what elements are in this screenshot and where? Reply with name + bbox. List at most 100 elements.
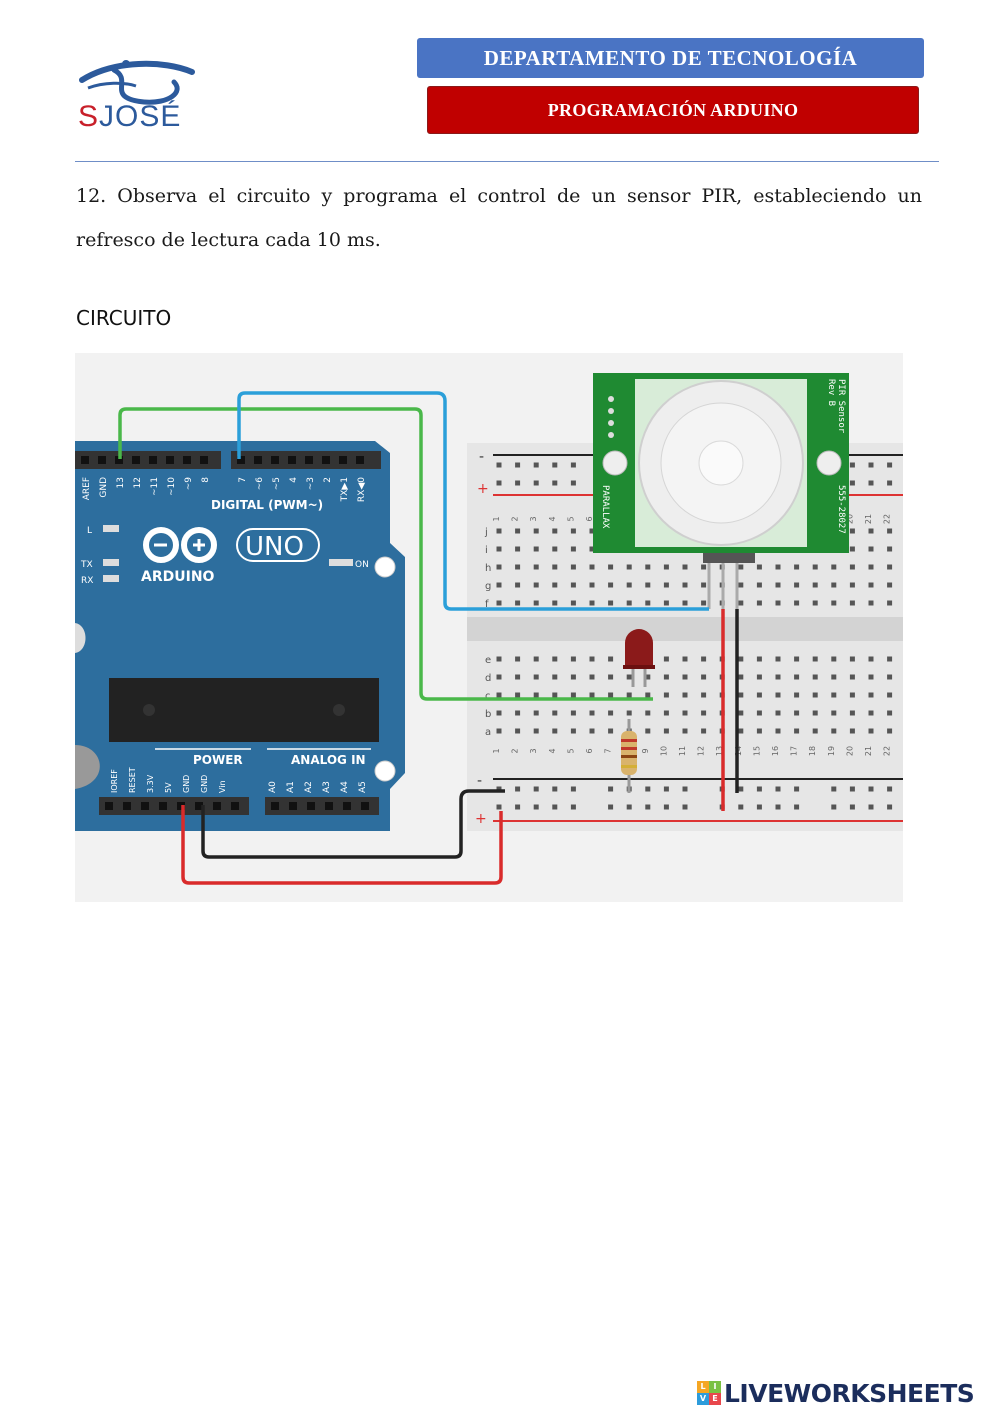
- question-text: 12. Observa el circuito y programa el co…: [76, 174, 922, 262]
- column-label: 21: [864, 746, 873, 756]
- rail-minus-top: -: [479, 449, 484, 465]
- digital-pin-label: GND: [99, 477, 109, 498]
- wire-black-gnd: [201, 789, 505, 859]
- power-header-pins: [105, 802, 369, 810]
- power-label: POWER: [193, 753, 243, 767]
- row-label-j: j: [484, 527, 488, 538]
- wires: [118, 391, 739, 885]
- column-label: 13: [715, 746, 724, 756]
- logo-text: SJOSÉ: [78, 100, 181, 134]
- rail-plus-bottom: +: [475, 811, 487, 827]
- red-led: [623, 629, 655, 687]
- power-pin-label: RESET: [128, 767, 137, 793]
- header-divider: [75, 161, 939, 162]
- digital-pin-label: 2: [323, 477, 333, 483]
- column-label: 22: [883, 746, 892, 756]
- power-pin-label: 5V: [164, 782, 173, 793]
- analog-pin-label: A0: [268, 781, 278, 793]
- mark-l: L: [697, 1381, 709, 1393]
- pir-sensor: PARALLAX PIR Sensor Rev B 555-28027: [593, 373, 849, 609]
- power-pin-label: 3.3V: [146, 774, 155, 793]
- section-title: CIRCUITO: [76, 306, 172, 330]
- resistor: [621, 719, 637, 793]
- digital-pin-label: 7: [238, 477, 248, 483]
- column-label: 20: [845, 746, 854, 756]
- column-label: 11: [678, 746, 687, 756]
- school-logo-icon: [79, 60, 195, 105]
- digital-pin-label: 13: [116, 477, 126, 488]
- question-number: 12.: [76, 185, 107, 207]
- column-label: 9: [641, 748, 650, 753]
- column-label: 10: [659, 746, 668, 756]
- row-label-f: f: [485, 599, 489, 610]
- digital-pin-label: AREF: [82, 477, 92, 500]
- column-label: 7: [604, 748, 613, 753]
- column-label: 4: [548, 516, 557, 521]
- digital-pin-label: TX▶1: [340, 477, 350, 502]
- arduino-infinity-icon: [143, 527, 217, 563]
- logo-letter-s: S: [78, 100, 100, 133]
- column-label: 20: [845, 514, 854, 524]
- column-label: 21: [864, 514, 873, 524]
- department-banner: DEPARTAMENTO DE TECNOLOGÍA: [417, 38, 924, 78]
- power-pin-label: Vin: [218, 780, 227, 793]
- question-body: Observa el circuito y programa el contro…: [76, 185, 922, 251]
- row-label-e: e: [485, 655, 491, 666]
- row-label-c: c: [485, 691, 491, 702]
- mark-e: E: [709, 1393, 721, 1405]
- digital-pin-label: 8: [201, 477, 211, 483]
- analog-pin-label: A2: [304, 781, 314, 793]
- analog-label: ANALOG IN: [291, 753, 366, 767]
- digital-pin-label: ~6: [255, 477, 265, 491]
- column-label: 2: [511, 516, 520, 521]
- column-label: 6: [585, 516, 594, 521]
- row-label-d: d: [485, 673, 491, 684]
- circuit-diagram: - + - + j i h g f e d c b a 112233445566…: [75, 353, 903, 902]
- digital-pin-label: 4: [289, 477, 299, 483]
- column-label: 1: [492, 748, 501, 753]
- column-label: 15: [752, 746, 761, 756]
- rail-plus-top: +: [477, 481, 489, 497]
- column-label: 3: [529, 748, 538, 753]
- row-label-i: i: [485, 545, 488, 556]
- column-label: 1: [492, 516, 501, 521]
- led-label-rx: RX: [81, 576, 93, 586]
- column-label: 16: [771, 746, 780, 756]
- digital-label: DIGITAL (PWM~): [211, 498, 323, 512]
- analog-pin-label: A3: [322, 781, 332, 793]
- power-pin-label: IOREF: [110, 769, 119, 793]
- power-pin-label: GND: [200, 775, 209, 793]
- digital-pin-label: ~3: [306, 477, 316, 490]
- digital-pin-label: RX◀0: [357, 477, 367, 502]
- wire-green: [118, 407, 653, 701]
- led-label-l: L: [87, 526, 92, 536]
- column-label: 18: [808, 746, 817, 756]
- column-label: 17: [790, 746, 799, 756]
- liveworksheets-icon: L I V E: [697, 1381, 721, 1405]
- row-label-a: a: [485, 727, 491, 738]
- pir-sensor-label: PIR Sensor: [836, 379, 846, 434]
- row-label-h: h: [485, 563, 491, 574]
- wire-red-5v: [181, 805, 503, 885]
- column-label: 19: [827, 746, 836, 756]
- wire-blue: [237, 391, 709, 611]
- mark-i: I: [709, 1381, 721, 1393]
- column-label: 22: [883, 514, 892, 524]
- led-label-tx: TX: [80, 560, 93, 570]
- mark-v: V: [697, 1393, 709, 1405]
- digital-pin-label: ~9: [184, 477, 194, 491]
- column-label: 2: [511, 748, 520, 753]
- arduino-label: ARDUINO: [141, 569, 215, 585]
- pir-parallax-label: PARALLAX: [600, 485, 610, 529]
- digital-pin-label: ~5: [272, 477, 282, 490]
- column-label: 5: [566, 748, 575, 753]
- column-label: 4: [548, 748, 557, 753]
- pir-rev-label: Rev B: [826, 379, 836, 406]
- uno-label: UNO: [245, 532, 304, 562]
- row-label-b: b: [485, 709, 491, 720]
- digital-pin-label: ~10: [167, 477, 177, 496]
- column-label: 5: [566, 516, 575, 521]
